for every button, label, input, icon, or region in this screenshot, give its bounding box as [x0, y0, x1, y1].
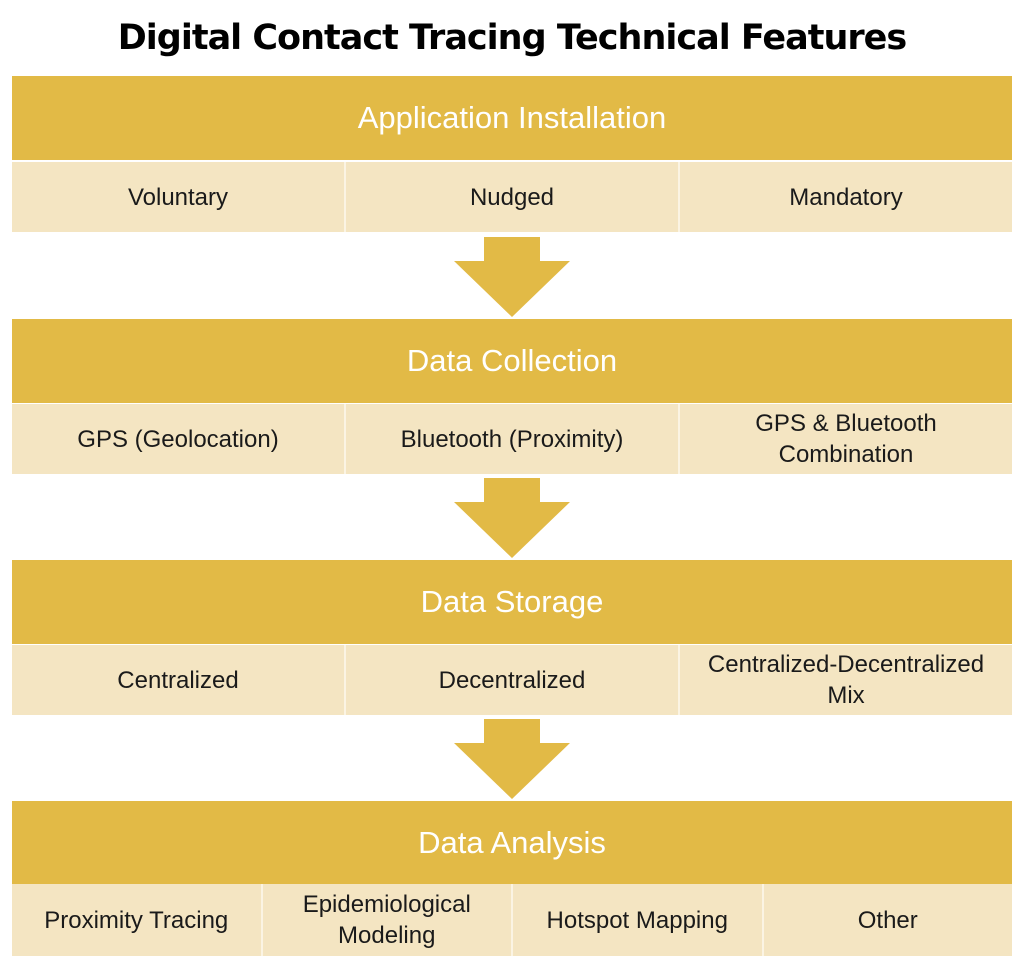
option-centralized: Centralized	[117, 666, 239, 694]
option-bluetooth-proximity: Bluetooth (Proximity)	[344, 404, 678, 474]
option-voluntary: Voluntary	[127, 183, 229, 211]
stage-options-data-collection: GPS (Geolocation) Bluetooth (Proximity) …	[12, 404, 1012, 474]
option-centralized-decentralized-mix: Centralized-Decentralized Mix	[678, 645, 1012, 715]
stage-header-data-storage: Data Storage	[12, 560, 1012, 644]
stage-header-data-collection: Data Collection	[12, 319, 1012, 403]
down-arrow-icon	[454, 237, 570, 317]
option-proximity-tracing: Proximity Tracing	[44, 906, 229, 934]
option-hotspot-mapping: Hotspot Mapping	[511, 884, 762, 956]
stage-options-data-storage: Centralized Decentralized Centralized-De…	[12, 645, 1012, 715]
option-gps-bluetooth-combination: GPS & Bluetooth Combination	[678, 404, 1012, 474]
page-title: Digital Contact Tracing Technical Featur…	[117, 18, 908, 58]
option-gps-geolocation: GPS (Geolocation)	[77, 425, 279, 453]
stage-options-application-installation: Voluntary Nudged Mandatory	[12, 162, 1012, 232]
down-arrow-icon	[454, 719, 570, 799]
option-nudged: Nudged	[344, 162, 678, 232]
stage-header-data-analysis: Data Analysis	[12, 801, 1012, 885]
option-mandatory: Mandatory	[678, 162, 1012, 232]
stage-header-application-installation: Application Installation	[12, 76, 1012, 160]
option-other: Other	[761, 884, 1013, 956]
option-epidemiological-modeling: Epidemiological Modeling	[260, 884, 512, 956]
down-arrow-icon	[454, 478, 570, 558]
option-decentralized: Decentralized	[344, 645, 678, 715]
stage-options-data-analysis: Proximity Tracing Epidemiological Modeli…	[12, 884, 1012, 956]
